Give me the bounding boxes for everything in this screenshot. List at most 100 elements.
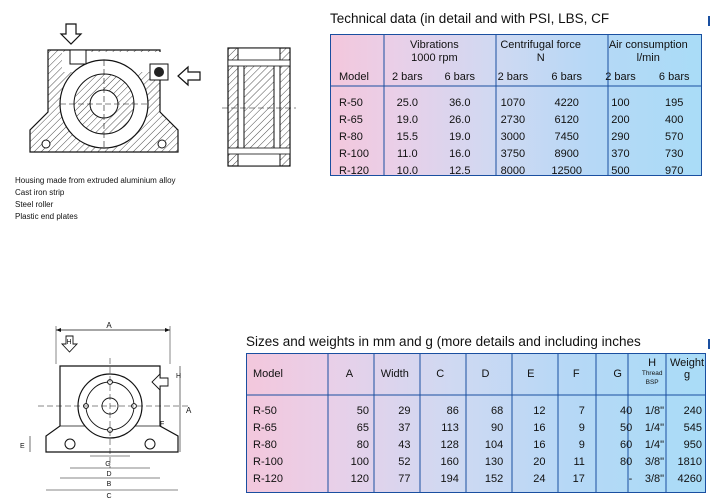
dim-label-b: B xyxy=(107,481,112,488)
cell: 200 xyxy=(611,113,630,126)
col-h: H xyxy=(648,356,657,369)
col-a: A xyxy=(345,368,354,380)
cell: 15.5 xyxy=(396,130,418,143)
cell: 370 xyxy=(611,147,630,160)
cell: 37 xyxy=(398,421,411,434)
air-outlet-arrow-icon xyxy=(177,65,201,87)
cell: 4260 xyxy=(677,472,702,485)
technical-data-grid xyxy=(330,34,702,176)
cell: 16 xyxy=(533,438,546,451)
cell: 3000 xyxy=(500,130,526,143)
cell: 60 xyxy=(620,438,633,451)
col-air-consumption: Air consumption xyxy=(608,39,688,51)
cell: 113 xyxy=(441,421,459,434)
cell-model: R-120 xyxy=(253,472,283,485)
cell: 12.5 xyxy=(449,164,471,177)
sizes-weights-table: Model A Width C D E F G H Weight Thread … xyxy=(246,353,706,487)
cell: 970 xyxy=(665,164,684,177)
cell: 152 xyxy=(484,472,504,485)
note-roller: Steel roller xyxy=(15,200,54,209)
cell: 11.0 xyxy=(397,147,418,160)
cell: 100 xyxy=(611,96,630,109)
note-housing: Housing made from extruded aluminium all… xyxy=(15,176,176,185)
cell: 90 xyxy=(490,421,504,434)
cell-model: R-80 xyxy=(253,438,277,451)
technical-data-header-band xyxy=(330,34,702,176)
table-row: R-50 50 29 86 68 12 7 40 1/8" 240 xyxy=(246,402,706,419)
col-weight-unit: g xyxy=(683,369,691,381)
dim-label-h-top: H xyxy=(66,339,71,346)
cell: 50 xyxy=(356,404,370,417)
table-row: R-80 80 43 128 104 16 9 60 1/4" 950 xyxy=(246,436,706,453)
cell: 120 xyxy=(350,472,370,485)
cell: 16 xyxy=(533,421,546,434)
cell: 1/4" xyxy=(644,438,665,451)
cell: 80 xyxy=(356,438,370,451)
cell-model: R-65 xyxy=(339,113,363,126)
cell: 2730 xyxy=(500,113,526,126)
cell: 80 xyxy=(620,455,633,468)
cell: 43 xyxy=(398,438,411,451)
cell: 1810 xyxy=(677,455,702,468)
col-model: Model xyxy=(339,70,369,83)
cell: 100 xyxy=(350,455,370,468)
cell: 730 xyxy=(665,147,684,160)
col-vib-6bars: 6 bars xyxy=(444,70,476,83)
cell: 3/8" xyxy=(644,455,665,468)
col-weight: Weight xyxy=(669,356,705,369)
col-centrifugal-force-unit: N xyxy=(536,52,545,64)
note-end-plates: Plastic end plates xyxy=(15,212,78,221)
table-row: R-120 120 77 194 152 24 17 - 3/8" 4260 xyxy=(246,470,706,487)
col-g: G xyxy=(613,368,622,380)
cell: 290 xyxy=(611,130,630,143)
table-row: R-80 15.5 19.0 3000 7450 290 570 xyxy=(330,128,702,145)
cell: 86 xyxy=(446,404,459,417)
title-marker xyxy=(708,16,710,26)
dim-label-d: D xyxy=(106,471,111,478)
cell-model: R-50 xyxy=(253,404,277,417)
air-inlet-arrow-icon xyxy=(59,23,83,45)
col-vibrations-unit: 1000 rpm xyxy=(411,52,458,64)
col-vibrations: Vibrations xyxy=(410,39,459,51)
dim-label-a: A xyxy=(106,321,112,330)
cell-model: R-120 xyxy=(339,164,369,177)
col-h-thread: Thread xyxy=(641,370,663,377)
cell: 545 xyxy=(683,421,702,434)
cell: 128 xyxy=(440,438,459,451)
cell: 130 xyxy=(484,455,504,468)
cell: 500 xyxy=(611,164,630,177)
vibrator-section-drawing xyxy=(29,23,296,167)
col-centrifugal-force: Centrifugal force xyxy=(500,39,582,51)
cell-model: R-80 xyxy=(339,130,363,143)
col-air-2bars: 2 bars xyxy=(605,70,636,83)
cell: 1070 xyxy=(500,96,526,109)
cell: 8000 xyxy=(500,164,526,177)
col-d: D xyxy=(481,368,490,380)
col-cf-2bars: 2 bars xyxy=(497,70,529,83)
cell: 400 xyxy=(665,113,684,126)
col-cf-6bars: 6 bars xyxy=(551,70,582,83)
cell: 25.0 xyxy=(396,96,418,109)
dim-label-f: F xyxy=(160,421,164,428)
cell: 12 xyxy=(533,404,546,417)
cell: 52 xyxy=(398,455,411,468)
cell: 19.0 xyxy=(396,113,418,126)
col-f: F xyxy=(572,368,580,380)
cell: 12500 xyxy=(551,164,582,177)
sizes-header-band xyxy=(246,353,706,493)
table-row: R-65 65 37 113 90 16 9 50 1/4" 545 xyxy=(246,419,706,436)
cell: 104 xyxy=(484,438,504,451)
cell: 1/4" xyxy=(644,421,665,434)
col-width: Width xyxy=(380,368,409,380)
table-row: R-100 100 52 160 130 20 11 80 3/8" 1810 xyxy=(246,453,706,470)
cell: 1/8" xyxy=(644,404,665,417)
col-vib-2bars: 2 bars xyxy=(392,70,423,83)
cell: 20 xyxy=(533,455,546,468)
col-e: E xyxy=(527,368,535,380)
cell: 570 xyxy=(665,130,684,143)
cell: 17 xyxy=(572,472,585,485)
col-model: Model xyxy=(253,368,283,380)
cell: 50 xyxy=(620,421,633,434)
cell: 68 xyxy=(490,404,504,417)
cell: 4220 xyxy=(554,96,579,109)
